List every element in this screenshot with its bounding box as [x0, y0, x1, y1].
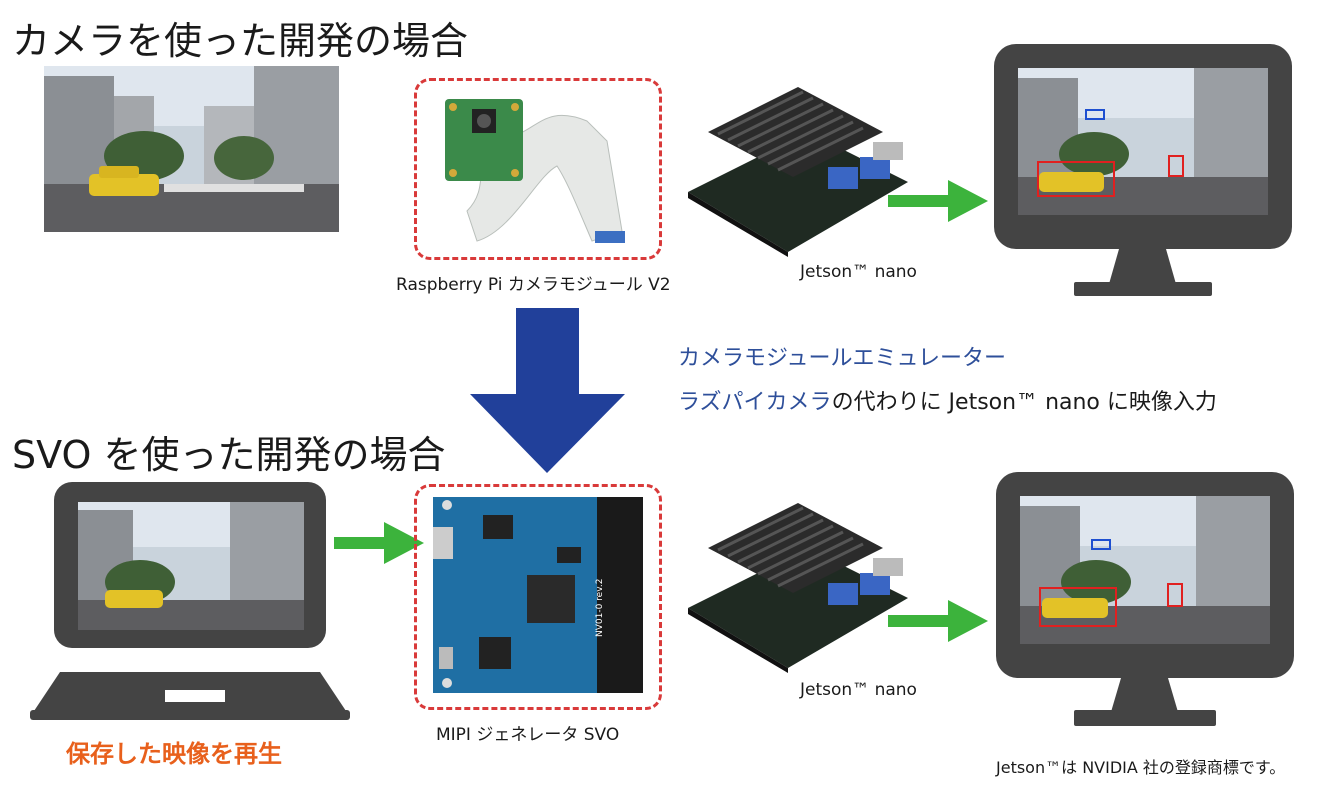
emulator-line-1: カメラモジュールエミュレーター [678, 346, 1007, 371]
green-arrow-top-icon [888, 180, 988, 222]
trademark-note: Jetson™は NVIDIA 社の登録商標です。 [996, 758, 1286, 777]
laptop-icon [30, 482, 350, 722]
jetson-board-top [668, 72, 918, 257]
raspi-camera-box [414, 78, 662, 260]
emulator-line-2-rest: の代わりに Jetson™ nano に映像入力 [831, 390, 1217, 415]
green-arrow-left-icon [334, 522, 424, 564]
street-photo-top [44, 66, 339, 232]
monitor-top-icon [994, 44, 1294, 298]
board-label: NV01-0 rev.2 [595, 579, 605, 637]
blue-down-arrow-icon [470, 308, 625, 473]
playback-label: 保存した映像を再生 [66, 740, 282, 768]
mipi-svo-box: NV01-0 rev.2 [414, 484, 662, 710]
heading-svo-dev: SVO を使った開発の場合 [12, 433, 446, 477]
emulator-line-2: ラズパイカメラの代わりに Jetson™ nano に映像入力 [678, 384, 1217, 416]
caption-jetson-top: Jetson™ nano [800, 262, 917, 282]
caption-jetson-bottom: Jetson™ nano [800, 680, 917, 700]
monitor-bottom-icon [996, 472, 1296, 730]
emulator-line-2-blue: ラズパイカメラ [678, 390, 832, 415]
green-arrow-right-icon [888, 600, 988, 642]
caption-raspi-camera: Raspberry Pi カメラモジュール V2 [396, 275, 671, 295]
heading-camera-dev: カメラを使った開発の場合 [12, 19, 469, 63]
caption-mipi-svo: MIPI ジェネレータ SVO [436, 725, 620, 745]
jetson-board-bottom [668, 488, 918, 673]
